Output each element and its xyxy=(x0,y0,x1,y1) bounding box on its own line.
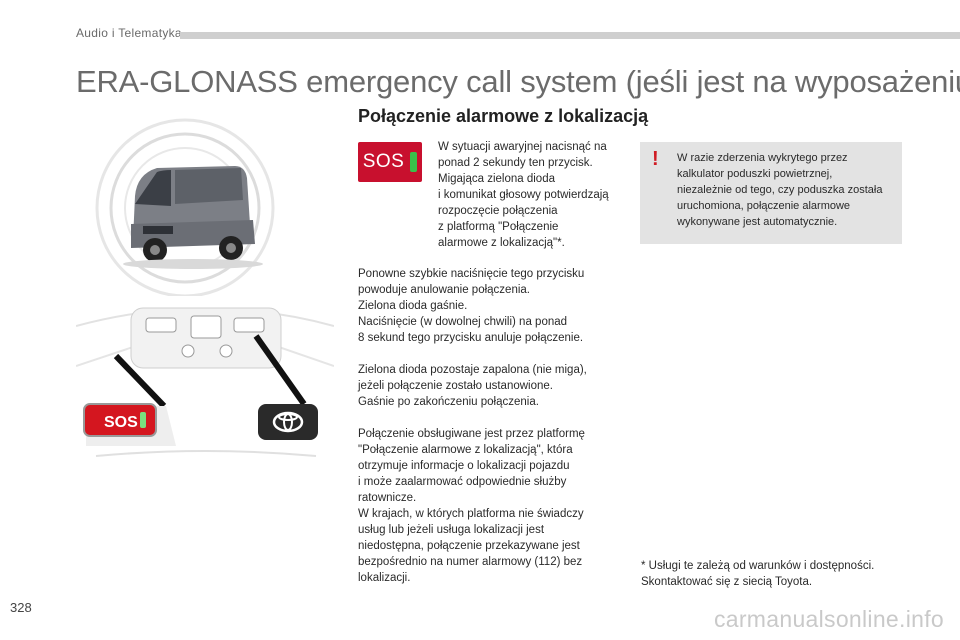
section-label: Audio i Telematyka xyxy=(76,26,182,40)
van-illustration xyxy=(95,118,275,298)
paragraph-platform-info: Połączenie obsługiwane jest przez platfo… xyxy=(358,428,585,584)
sos-button-label: SOS xyxy=(362,151,405,172)
ceiling-sos-label: SOS xyxy=(104,414,138,431)
ceiling-console-illustration: SOS xyxy=(76,296,334,466)
footnote: * Usługi te zależą od warunków i dostępn… xyxy=(641,560,875,588)
paragraph-led-status: Zielona dioda pozostaje zapalona (nie mi… xyxy=(358,364,587,408)
sos-led-indicator xyxy=(410,152,418,172)
paragraph-cancel: Ponowne szybkie naciśnięcie tego przycis… xyxy=(358,268,585,344)
paragraph-emergency-press: W sytuacji awaryjnej nacisnąć na ponad 2… xyxy=(438,141,609,249)
page-number: 328 xyxy=(10,600,32,615)
warning-text: W razie zderzenia wykrytego przez kalkul… xyxy=(677,152,883,228)
page-title: ERA-GLONASS emergency call system (jeśli… xyxy=(76,64,960,99)
warning-box: ! W razie zderzenia wykrytego przez kalk… xyxy=(640,142,902,244)
header-bar xyxy=(180,32,960,39)
sos-button[interactable]: SOS xyxy=(358,142,422,182)
watermark: carmanualsonline.info xyxy=(713,606,944,632)
warning-exclamation-icon: ! xyxy=(652,148,659,170)
section-heading: Połączenie alarmowe z lokalizacją xyxy=(358,106,649,126)
